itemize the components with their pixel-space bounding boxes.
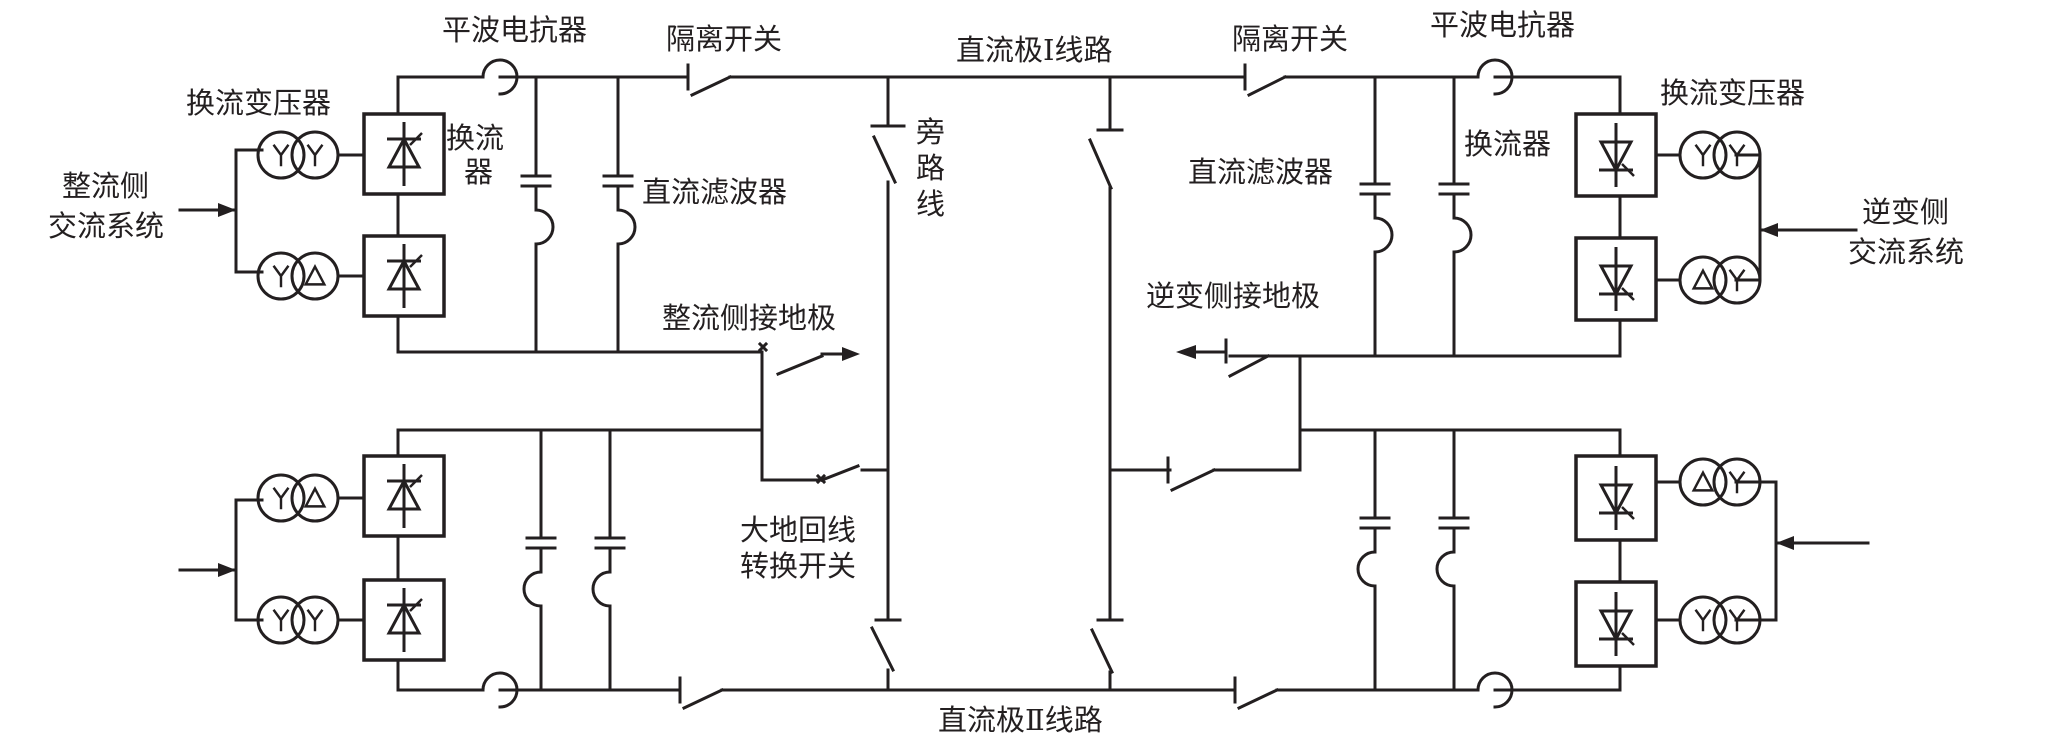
label-rectifier-ground: 整流侧接地极 [662,301,836,335]
valve-left-pole1-upper [362,112,446,196]
left-pole1-ac-arrow-head [218,203,236,217]
converter-valves [362,112,1658,668]
valve-right-pole2-lower [1574,580,1658,668]
transformer-right-pole1-lower [1654,255,1762,305]
mid-upper-blade [1088,138,1113,190]
label-dc-filter-right: 直流滤波器 [1188,155,1333,189]
dc-filter-rt1 [1359,182,1394,254]
label-inverter-ac-2: 交流系统 [1848,235,1964,269]
reactor-left-pole2-icon [481,671,519,709]
right-pole1-ac-arrow-head [1760,223,1778,237]
valve-right-pole1-upper [1574,112,1658,198]
earth-return-switch-blade [820,464,860,482]
earth-return-x-mark [815,473,827,485]
dc-filter-lb1 [522,536,557,608]
label-earth-return-switch-1: 大地回线 [740,513,856,547]
label-inverter-ground: 逆变侧接地极 [1146,279,1320,313]
transformer-left-pole1-lower [256,251,366,301]
rectifier-ground-arrow-head [842,347,860,361]
disconnect-left-pole2-blade [682,688,724,710]
label-converter-transformer-right: 换流变压器 [1660,76,1805,110]
label-disconnect-switch-right: 隔离开关 [1232,22,1348,56]
valve-left-pole1-lower [362,234,446,318]
label-inverter-ac-1: 逆变侧 [1862,195,1949,229]
disconnect-switches [678,63,1288,710]
label-bypass-2: 路 [916,151,945,185]
rectifier-ground-blade [776,354,824,376]
smoothing-reactors [481,58,1514,709]
label-dc-filter-left: 直流滤波器 [642,175,787,209]
label-converter-left-2: 器 [464,155,493,189]
transformer-right-pole2-upper [1654,457,1762,507]
dc-filter-lt2 [602,174,637,246]
transformer-left-pole2-lower [256,595,366,645]
valve-left-pole2-upper [362,454,446,538]
dc-filter-rt2 [1438,182,1473,254]
valve-right-pole2-upper [1574,454,1658,542]
label-rectifier-ac-1: 整流侧 [62,169,149,203]
label-converter-transformer-left: 换流变压器 [186,86,331,120]
label-disconnect-switch-left: 隔离开关 [666,22,782,56]
inverter-ground-blade [1227,353,1271,379]
left-pole2-ac-arrow-head [218,563,236,577]
converter-transformers [256,130,1762,645]
label-rectifier-ac-2: 交流系统 [48,209,164,243]
label-converter-left-1: 换流 [446,121,504,155]
reactor-left-pole1-icon [481,58,519,96]
label-smoothing-reactor-left: 平波电抗器 [442,13,587,47]
label-dc-pole2-line: 直流极Ⅱ线路 [938,703,1103,737]
reactor-right-pole1-icon [1476,58,1514,96]
mid-neutral-blade [1170,468,1216,492]
label-bypass-3: 线 [916,187,945,221]
transformer-right-pole2-lower [1654,595,1762,645]
valve-left-pole2-lower [362,578,446,662]
labels: 平波电抗器 平波电抗器 隔离开关 隔离开关 直流极Ⅰ线路 直流极Ⅱ线路 换流变压… [48,8,1964,737]
valve-right-pole1-lower [1574,236,1658,322]
transformer-right-pole1-upper [1654,130,1762,180]
reactor-right-pole2-icon [1476,671,1514,709]
label-dc-pole1-line: 直流极Ⅰ线路 [956,33,1112,67]
label-bypass-1: 旁 [916,115,945,149]
inverter-ground-arrow-head [1176,345,1196,359]
bypass-upper-blade [872,135,897,184]
disconnect-right-pole1-blade [1246,74,1288,98]
dc-filter-rb1 [1356,516,1391,588]
rectifier-ground-x-mark [757,341,769,353]
dc-filter-lb2 [591,536,626,608]
label-smoothing-reactor-right: 平波电抗器 [1430,8,1575,42]
junction-marks [757,341,827,485]
arrows [218,203,1794,577]
label-earth-return-switch-2: 转换开关 [740,549,856,583]
transformer-left-pole2-upper [256,473,366,523]
bypass-lower-blade [869,625,896,673]
dc-filters [520,174,1473,608]
disconnect-right-pole2-blade [1237,688,1279,710]
dc-filter-lt1 [520,174,555,246]
label-converter-right: 换流器 [1464,127,1551,161]
transformer-left-pole1-upper [256,130,366,180]
mid-lower-blade [1090,628,1114,674]
dc-filter-rb2 [1435,516,1470,588]
right-pole2-ac-arrow-head [1776,536,1794,550]
disconnect-left-pole1-blade [690,75,732,97]
